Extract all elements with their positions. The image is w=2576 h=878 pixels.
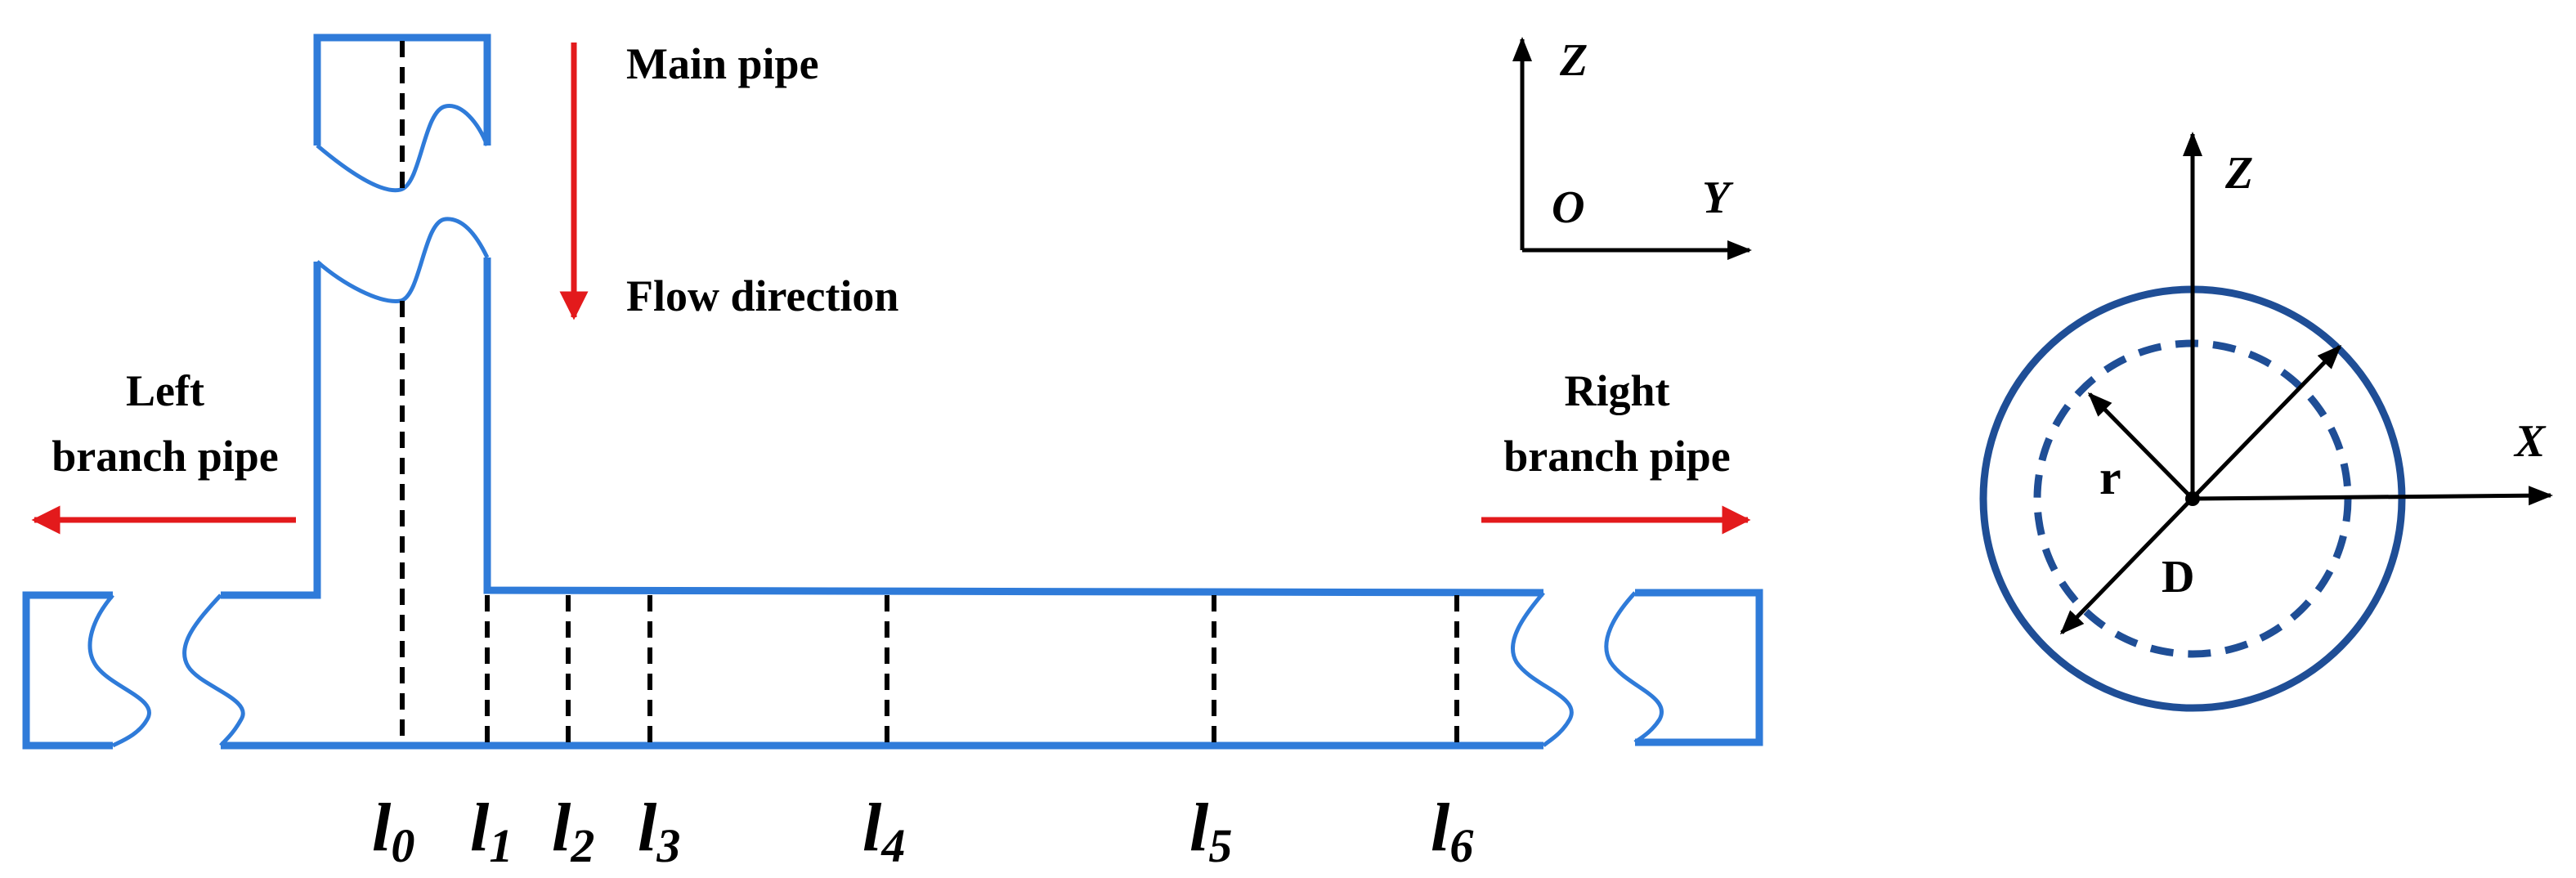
section-label-l1: l1	[470, 790, 513, 872]
cross-x-label: X	[2513, 416, 2547, 467]
main-pipe-top-segment	[313, 34, 491, 146]
side-z-label: Z	[1559, 35, 1588, 86]
main-pipe-label: Main pipe	[626, 39, 819, 88]
section-label-l5: l5	[1189, 790, 1232, 872]
diameter-arrow	[2059, 344, 2342, 635]
branch-pipe	[22, 258, 1763, 750]
radius-label: r	[2099, 450, 2121, 504]
right-branch-label-line1: Right	[1564, 366, 1669, 415]
branch-left-stub	[22, 591, 113, 750]
main-pipe	[313, 34, 491, 744]
branch-pipe-upper-left	[221, 262, 321, 599]
flow-direction-label: Flow direction	[626, 271, 898, 320]
section-lines	[485, 595, 1459, 744]
section-label-l3: l3	[638, 790, 680, 872]
section-label-l6: l6	[1431, 790, 1473, 872]
left-branch-label-line1: Left	[126, 366, 204, 415]
cross-z-label: Z	[2224, 148, 2253, 199]
side-origin-label: O	[1552, 182, 1584, 233]
branch-right-stub	[1635, 589, 1763, 746]
section-label-l0: l0	[372, 790, 414, 872]
branch-left-inner-break	[182, 594, 245, 747]
left-branch-label-line2: branch pipe	[52, 432, 279, 481]
cross-section-view: Z X r D	[1979, 132, 2553, 712]
main-pipe-top-break	[316, 104, 490, 193]
side-y-label: Y	[1702, 172, 1734, 223]
branch-pipe-upper-right	[483, 258, 1544, 597]
main-pipe-bottom-break	[316, 217, 490, 303]
diameter-label: D	[2162, 552, 2194, 603]
branch-right-inner-break	[1511, 591, 1574, 747]
cross-x-axis	[2192, 486, 2553, 506]
section-label-l4: l4	[862, 790, 905, 872]
branch-right-stub-break	[1604, 591, 1664, 745]
right-branch-label-line2: branch pipe	[1503, 432, 1731, 481]
center-point	[2185, 491, 2200, 506]
side-view-axes: Z O Y	[1512, 35, 1752, 260]
section-label-l2: l2	[552, 790, 594, 872]
branch-left-stub-break	[87, 594, 151, 748]
section-labels: l0 l1 l2 l3 l4 l5 l6	[372, 790, 1473, 872]
